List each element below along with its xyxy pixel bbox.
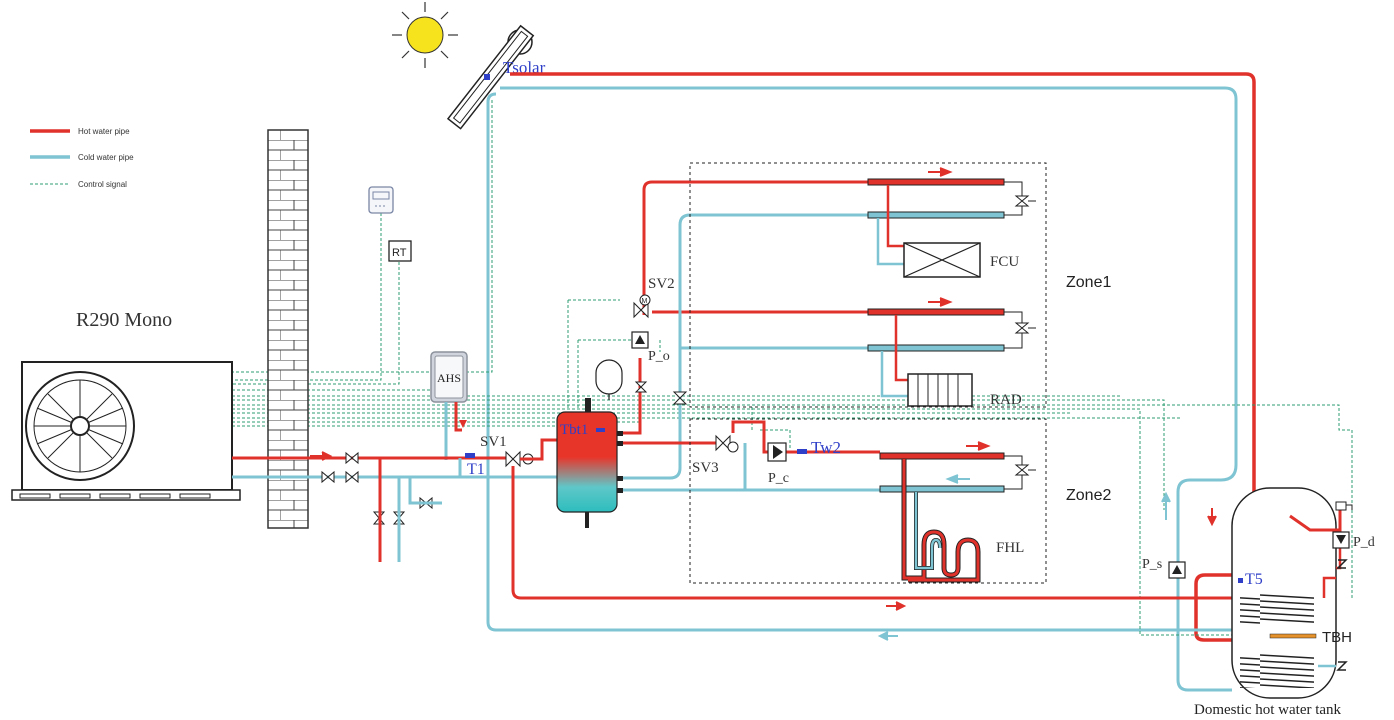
- tbh-heater: [1269, 633, 1317, 639]
- valves-primary: [321, 451, 433, 525]
- p_o-label: P_o: [648, 349, 670, 364]
- outdoor-unit: [11, 361, 241, 501]
- tbt1-label: Tbt1: [560, 422, 588, 438]
- p_d-label: P_d: [1353, 535, 1375, 550]
- solar-coil: [1240, 594, 1314, 624]
- fhl-label: FHL: [996, 540, 1024, 556]
- dhw-outlet-pipe: [1289, 510, 1342, 532]
- zone2-label: Zone2: [1066, 487, 1111, 504]
- p_d-pump-icon: [1332, 531, 1350, 549]
- zone2-hot-pipe: [731, 420, 880, 454]
- rt-box: [388, 240, 412, 262]
- solar-return-branch: [486, 92, 1232, 632]
- fhl-return-manifold: [879, 485, 1005, 493]
- solar-hot-pipe: [510, 72, 1256, 642]
- t1-label: T1: [467, 461, 485, 478]
- solar-cold-pipe: [500, 86, 1238, 692]
- tw2-sensor: [797, 449, 807, 454]
- rt-label: RT: [392, 247, 407, 259]
- radiator: [907, 373, 973, 407]
- t1-sensor: [465, 453, 475, 458]
- fhl-supply-manifold: [879, 452, 1005, 460]
- sv2-valve: M: [633, 294, 651, 319]
- tsolar-sensor: [484, 74, 490, 80]
- zone1-label: Zone1: [1066, 274, 1111, 291]
- legend: Hot water pipe Cold water pipe Control s…: [30, 127, 134, 189]
- solar-collector: Tsolar: [446, 24, 546, 130]
- sv2-label: SV2: [648, 276, 675, 292]
- rad-return-manifold: [867, 344, 1005, 352]
- unit-title: R290 Mono: [76, 309, 172, 331]
- rad-supply-manifold: [867, 308, 1005, 316]
- sv3-valve: [715, 434, 739, 453]
- expansion-vessel: [595, 359, 623, 400]
- tank-label: Domestic hot water tank: [1194, 702, 1342, 718]
- fcu-unit: [903, 242, 981, 278]
- legend-control-label: Control signal: [78, 180, 127, 189]
- sv1-label: SV1: [480, 434, 507, 450]
- tap-icon: [1335, 501, 1353, 511]
- tw2-label: Tw2: [811, 438, 841, 457]
- legend-cold-label: Cold water pipe: [78, 153, 134, 162]
- zone1-hot-riser: [642, 180, 880, 315]
- ahs-label: AHS: [437, 371, 461, 385]
- thermostat-icon: [368, 186, 394, 214]
- p_c-label: P_c: [768, 471, 789, 486]
- dhw-tank: [1231, 487, 1337, 699]
- t5-sensor: [1238, 578, 1243, 583]
- buffer-tank: [556, 398, 623, 528]
- zone1-box: [689, 162, 1047, 408]
- dhw-coil-supply: [511, 466, 1232, 600]
- p_s-pump-icon: [1168, 561, 1186, 579]
- brick-wall: [267, 129, 309, 529]
- svg-text:M: M: [642, 298, 648, 305]
- sv3-label: SV3: [692, 460, 719, 476]
- floor-heating-loop: [901, 459, 981, 583]
- p_c-pump-icon: [767, 442, 787, 462]
- ahs-unit: AHS: [430, 351, 468, 460]
- fcu-label: FCU: [990, 254, 1019, 270]
- p_s-label: P_s: [1142, 557, 1162, 572]
- fcu-supply-manifold: [867, 178, 1005, 186]
- heat-pump-coil: [1240, 654, 1314, 688]
- flow-arrow: [310, 451, 333, 461]
- zone2-box: [689, 418, 1047, 584]
- rad-label: RAD: [990, 392, 1022, 408]
- p_o-pump-icon: [631, 331, 649, 349]
- t5-label: T5: [1245, 571, 1263, 588]
- tbh-label: TBH: [1322, 629, 1352, 646]
- legend-hot-label: Hot water pipe: [78, 127, 130, 136]
- sun-icon: [392, 2, 458, 68]
